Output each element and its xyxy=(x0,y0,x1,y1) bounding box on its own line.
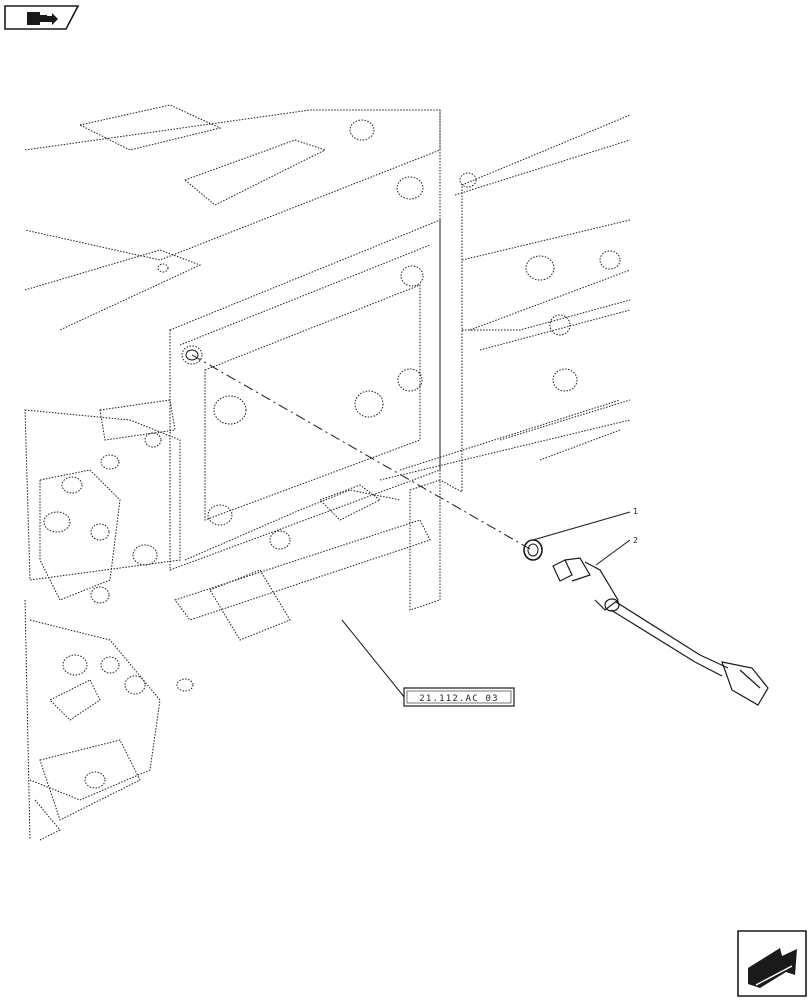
cross-reference-link[interactable]: 21.112.AC 03 xyxy=(403,687,515,707)
callout-1-label: 1 xyxy=(633,507,638,516)
sealing-washer xyxy=(523,539,543,561)
alignment-leader xyxy=(191,354,531,550)
page-forward-arrow-icon[interactable] xyxy=(737,930,807,997)
sensor-assembly xyxy=(552,557,769,706)
callout-2-label: 2 xyxy=(633,536,638,545)
transmission-housing xyxy=(24,104,631,841)
callout-2-leader xyxy=(595,539,631,566)
sensor-port xyxy=(185,349,199,361)
reference-code: 21.112.AC 03 xyxy=(419,694,498,704)
reference-leader xyxy=(341,619,406,699)
page-back-arrow-icon[interactable] xyxy=(4,5,80,30)
callout-1-leader xyxy=(532,511,631,541)
